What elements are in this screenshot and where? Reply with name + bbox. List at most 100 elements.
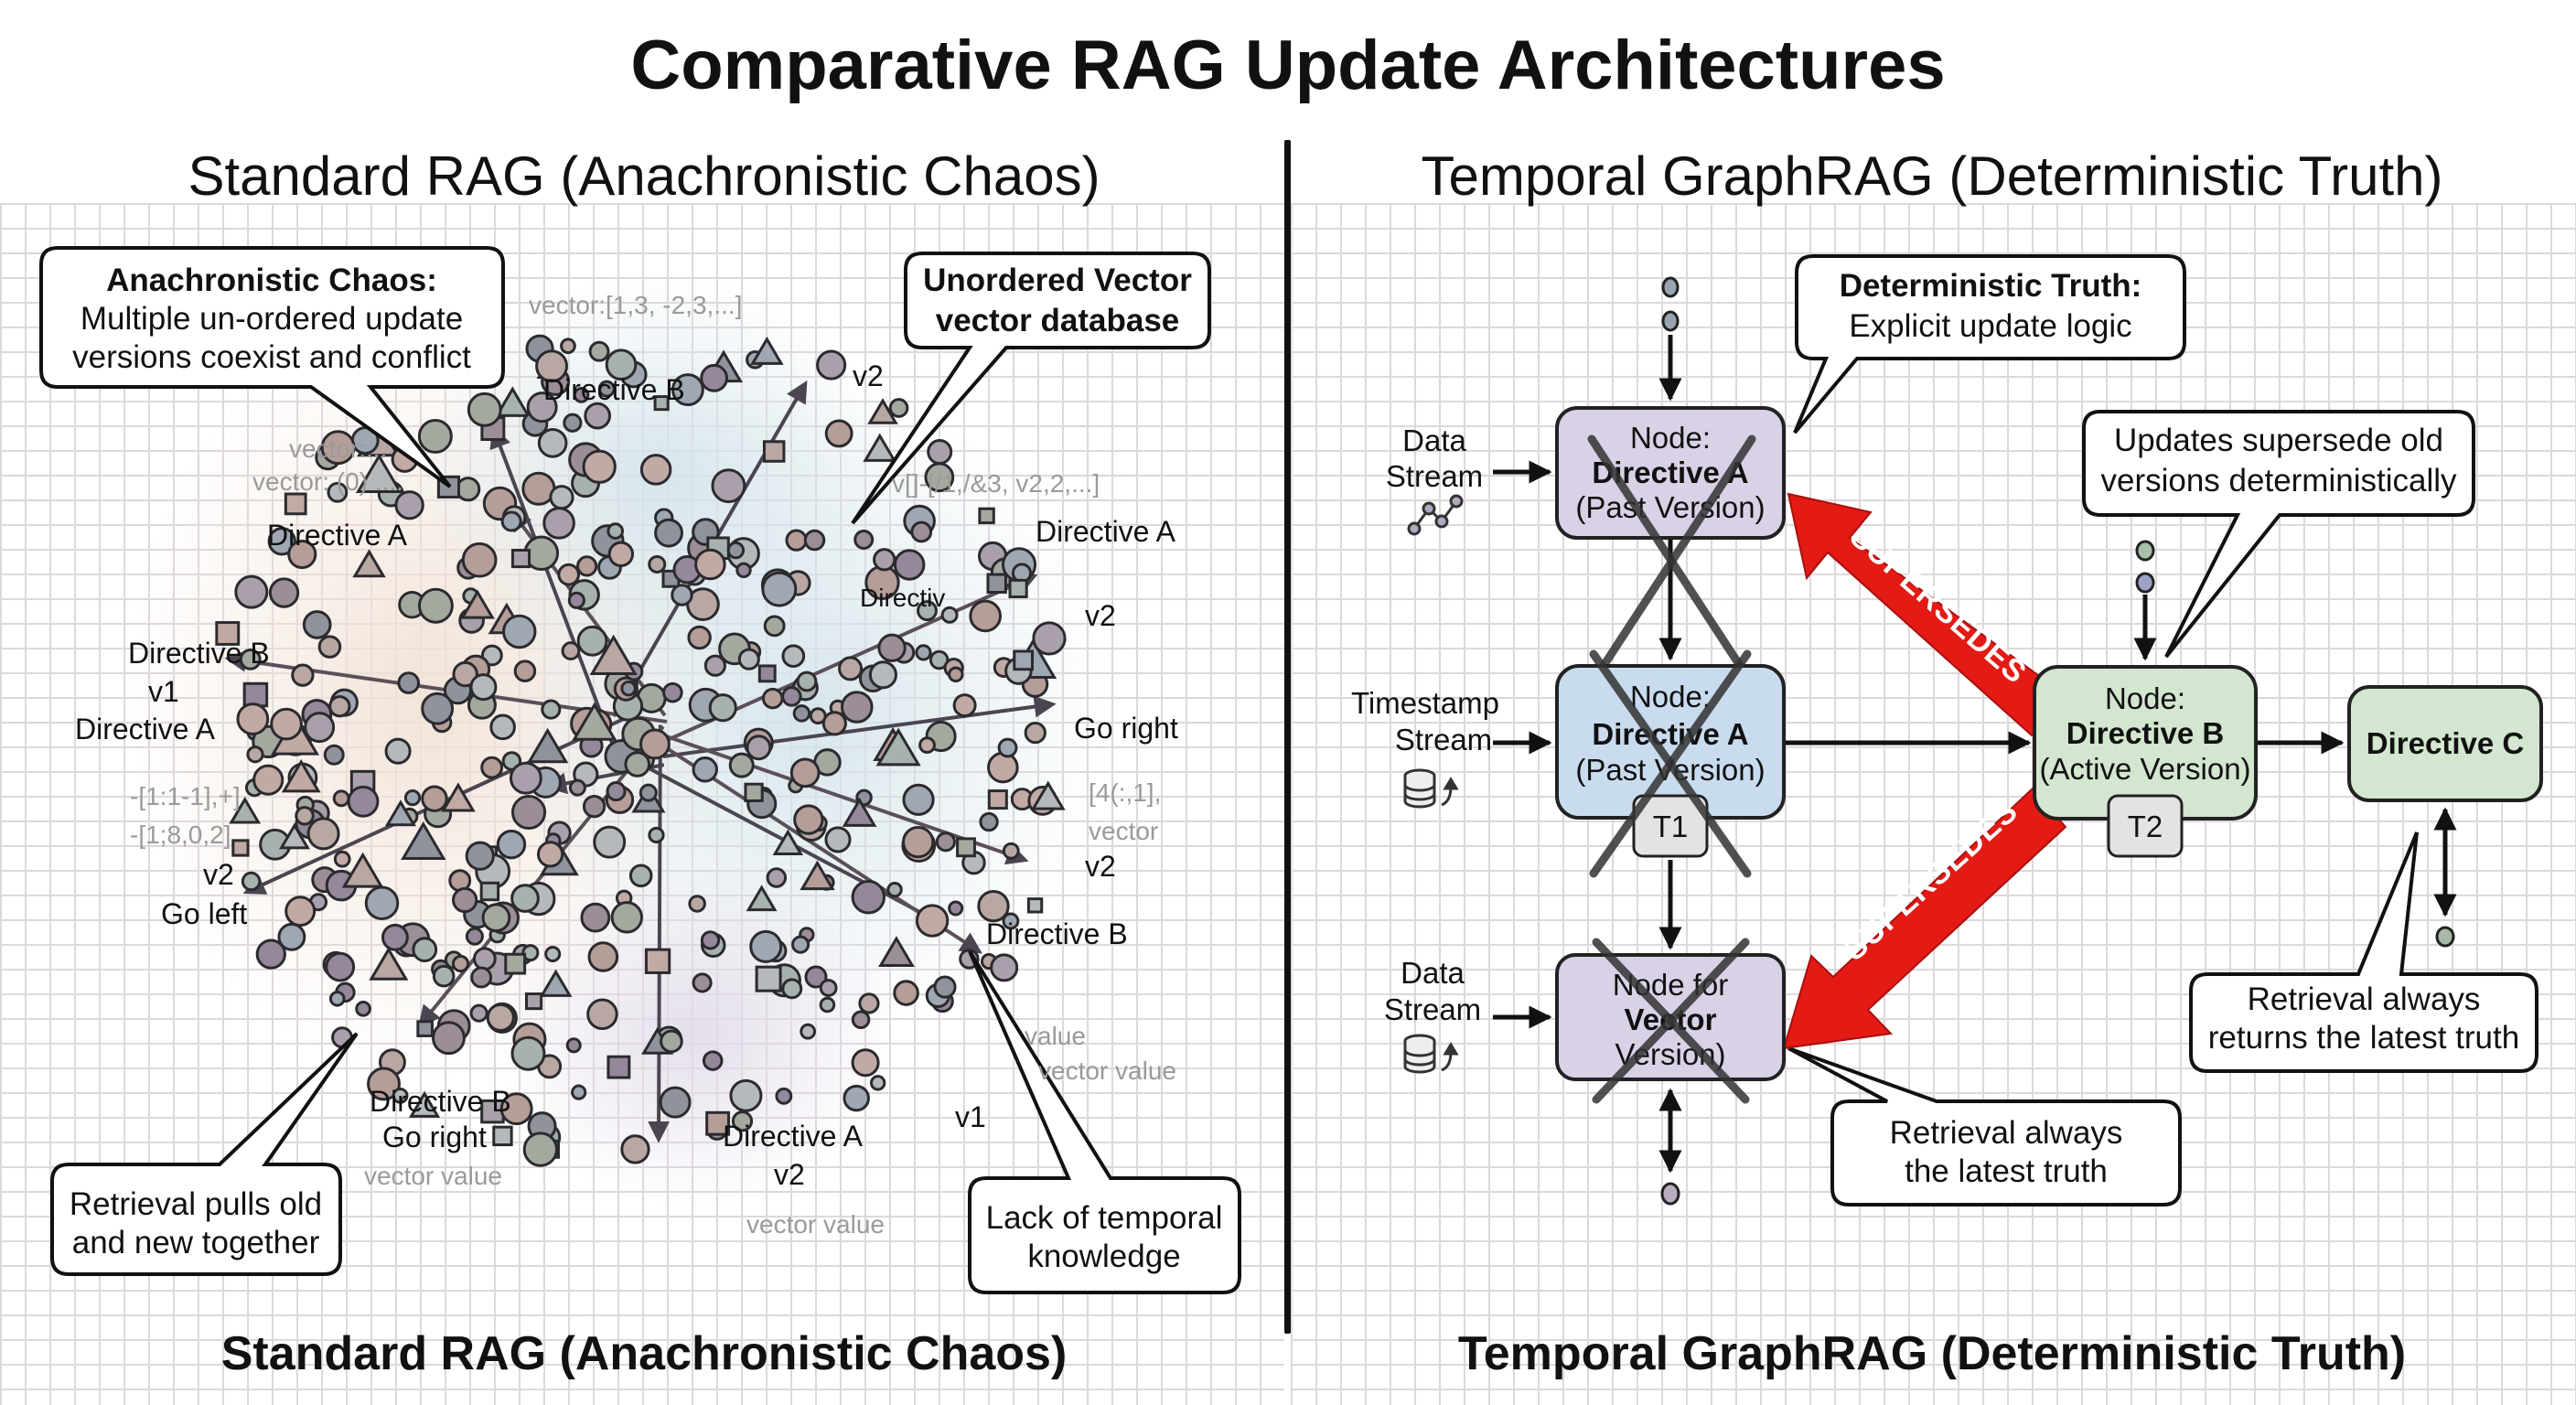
retrieval-line-1: Retrieval pulls old [70,1186,322,1222]
scatter-point-triangle [750,336,784,365]
node-directive-b-active[interactable]: Node: Directive B (Active Version) T2 [2033,665,2258,858]
scatter-point-circle [560,338,576,355]
scatter-point-circle [364,885,400,920]
scatter-point-circle [785,529,808,552]
scatter-point-square [1026,897,1044,914]
scatter-point-triangle [229,796,262,824]
scatter-point-circle [902,783,935,816]
scatter-point-circle [412,937,438,963]
scatter-point-square [762,440,786,463]
scatter-point-square [504,952,527,975]
scatter-point-circle [639,728,671,760]
scatter-arrow [648,724,671,1143]
scatter-point-circle [481,903,511,933]
scatter-point-circle [607,541,635,567]
scatter-label: Go right [382,1121,487,1153]
scatter-point-circle [660,1029,683,1054]
scatter-point-circle [796,670,818,692]
scatter-point-circle [851,1010,871,1030]
scatter-point-circle [781,644,806,669]
scatter-point-square [757,664,777,683]
scatter-point-circle [624,751,651,778]
scatter-point-circle [320,430,356,466]
scatter-point-triangle [494,386,531,417]
scatter-point-circle [325,951,356,982]
scatter-point-circle [270,707,303,741]
scatter-point-circle [267,527,296,556]
scatter-point-circle [851,1048,880,1078]
scatter-label: vector:... [289,434,387,463]
scatter-point-circle [486,1003,515,1032]
scatter-point-circle [940,606,959,624]
scatter-point-circle [333,850,351,868]
left-panel-bottom-title: Standard RAG (Anachronistic Chaos) [220,1327,1068,1380]
scatter-point-circle [804,965,828,989]
scatter-point-circle [628,863,653,888]
scatter-point-triangle [408,1090,441,1118]
scatter-point-circle [510,884,540,913]
scatter-point-circle [582,794,606,819]
scatter-label: v2 [774,1158,805,1191]
scatter-point-square [653,395,670,412]
chaos-line-1: Multiple un-ordered update [80,301,463,337]
scatter-label: v1 [955,1100,986,1133]
scatter-point-circle [893,549,926,581]
scatter-point-circle [521,944,540,962]
node-directive-a-past[interactable]: Node: Directive A (Past Version) [1555,406,1786,681]
scatter-point-circle [421,692,455,725]
scatter-point-circle [510,794,547,831]
directive-c-label: Directive C [2367,726,2524,760]
node-a-t1-line2: Directive A [1592,717,1748,751]
scatter-point-circle [639,783,658,802]
scatter-point-triangle [1030,780,1066,810]
scatter-point-circle [1002,912,1020,930]
scatter-arrow [630,722,1029,865]
scatter-point-square [744,782,764,802]
scatter-point-circle [456,477,481,502]
node-directive-a-t1[interactable]: Node: Directive A (Past Version) T1 [1555,649,1786,878]
scatter-point-circle [522,1132,559,1167]
scatter-point-square [606,1055,631,1079]
scatter-point-triangle [572,702,617,741]
scatter-label: v2 [1085,850,1116,883]
scatter-point-triangle [875,727,921,767]
scatter-point-circle [461,542,498,578]
scatter-label: Directive A [1036,515,1176,548]
node-directive-c[interactable]: Directive C [2347,685,2543,802]
scatter-label: Directive B [543,373,685,406]
scatter-point-triangle [341,852,384,888]
callout-anachronistic-chaos: Anachronistic Chaos: Multiple un-ordered… [39,246,505,488]
scatter-point-circle [869,1075,886,1091]
right-panel-subtitle: Temporal GraphRAG (Deterministic Truth) [1421,145,2443,207]
scatter-point-circle [775,1087,793,1105]
scatter-point-circle [587,941,619,972]
scatter-point-circle [252,764,284,796]
scatter-point-circle [502,614,537,649]
scatter-point-circle [735,562,752,579]
scatter-point-circle [421,785,448,812]
scatter-point-circle [746,735,772,761]
scatter-point-circle [417,418,453,454]
scatter-point-triangle [352,549,386,578]
scatter-point-circle [851,880,886,915]
scatter-point-circle [328,991,346,1007]
scatter-point-circle [317,635,342,659]
scatter-point-circle [328,695,351,718]
node-vector-version[interactable]: Node for Vector Version) [1555,938,1786,1104]
scatter-arrow [489,425,620,760]
scatter-point-triangle [589,634,638,675]
timestamp-tag-t1 [1632,794,1709,858]
scatter-point-circle [470,966,493,989]
scatter-arrow [662,695,1057,759]
scatter-point-square [1013,649,1035,671]
scatter-point-triangle [278,822,310,850]
standard-rag-scatter: Anachronistic Chaos: Multiple un-ordered… [39,246,1241,1294]
scatter-point-square [986,573,1007,594]
scatter-point-circle [500,510,522,532]
scatter-point-circle [480,756,504,779]
scatter-point-circle [268,577,300,608]
scatter-point-circle [571,1084,587,1100]
scatter-point-triangle [460,589,495,619]
scatter-point-circle [277,922,306,951]
scatter-label: Directive A [75,713,216,745]
